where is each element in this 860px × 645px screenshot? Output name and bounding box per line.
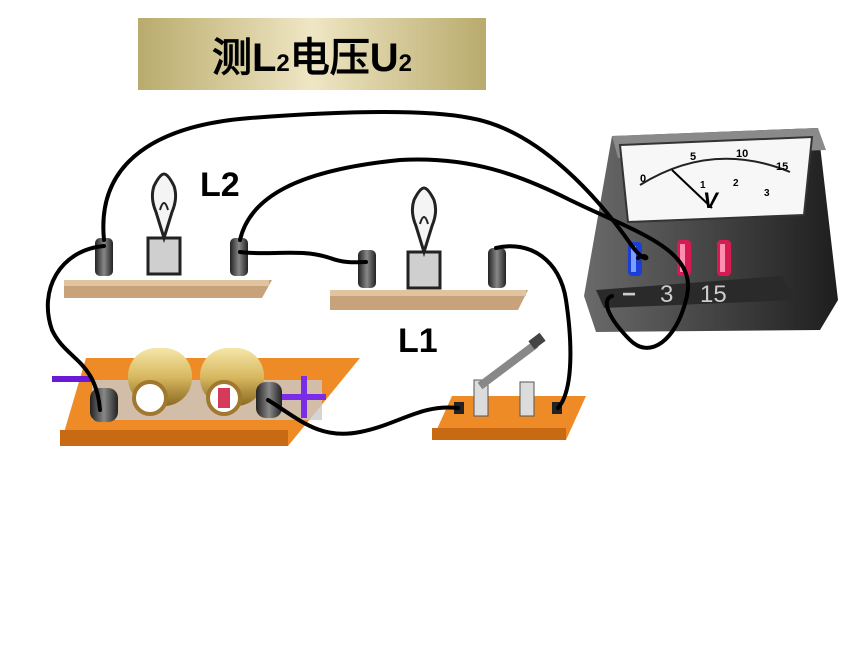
l1-right-post xyxy=(488,248,506,288)
wire-l2-left-to-voltmeter-15 xyxy=(101,109,649,261)
dial-arc xyxy=(639,157,791,186)
terminal-3 xyxy=(677,240,691,276)
scale-outer-15: 15 xyxy=(776,161,788,173)
terminal-15 xyxy=(717,240,731,276)
l2-left-post xyxy=(95,238,113,276)
terminal-minus xyxy=(628,242,642,276)
voltmeter-unit: V xyxy=(703,188,720,213)
scale-inner-3: 3 xyxy=(764,188,770,199)
wire-battery-pos-to-switch xyxy=(266,398,460,436)
title-part-b: 电压U xyxy=(289,36,399,80)
voltmeter: 0 5 10 15 1 2 3 V − 3 15 xyxy=(584,128,838,332)
wire-l2-right-to-voltmeter-3 xyxy=(238,157,690,350)
scale-inner-1: 1 xyxy=(700,180,706,191)
switch xyxy=(432,332,586,440)
l2-right-post xyxy=(230,238,248,276)
lamp-l1-board xyxy=(330,186,528,310)
scale-outer-0: 0 xyxy=(640,173,646,185)
title-part-a: 测L xyxy=(211,36,277,80)
lamp-l2-label: L2 xyxy=(200,166,240,204)
wire-l1-right-to-switch xyxy=(494,244,573,410)
l2-socket xyxy=(146,236,182,276)
terminal-15-label: 15 xyxy=(700,281,727,308)
terminal-minus-label: − xyxy=(622,281,636,308)
lamp-l2-bulb xyxy=(150,172,178,244)
scale-inner-2: 2 xyxy=(733,178,739,189)
title-sub-a: 2 xyxy=(276,50,290,77)
battery-minus-mark xyxy=(52,376,92,382)
lamp-l2-board xyxy=(64,172,272,298)
scale-outer-10: 10 xyxy=(736,148,748,160)
lamp-l1-label: L1 xyxy=(398,322,438,360)
switch-blade xyxy=(477,340,539,390)
battery-negative-terminal xyxy=(90,388,118,422)
l1-socket xyxy=(406,250,442,290)
scale-outer-5: 5 xyxy=(690,151,696,163)
battery-holder xyxy=(60,348,360,446)
wire-battery-neg-to-l2-left xyxy=(45,244,106,412)
l1-left-post xyxy=(358,250,376,288)
title-sub-b: 2 xyxy=(398,50,413,77)
lamp-l1-bulb xyxy=(410,186,438,258)
voltmeter-needle xyxy=(671,169,713,209)
terminal-3-label: 3 xyxy=(660,281,673,308)
voltmeter-dial xyxy=(618,135,814,224)
wire-l2-right-to-l1-left xyxy=(238,250,368,265)
battery-plus-mark-v xyxy=(301,376,307,418)
